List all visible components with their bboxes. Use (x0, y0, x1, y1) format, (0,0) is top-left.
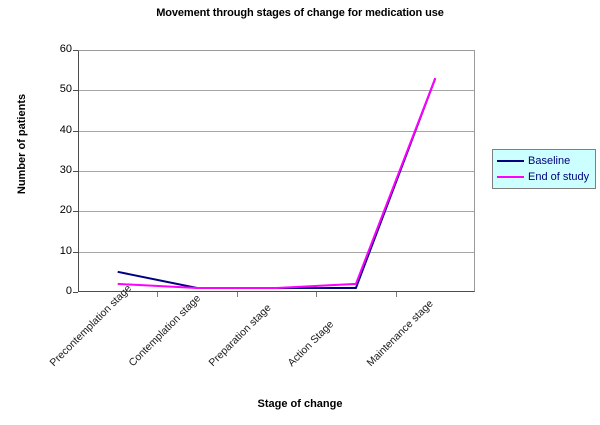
y-axis-tick-label: 40 (59, 123, 72, 136)
gridline (78, 130, 475, 132)
gridline (78, 211, 475, 213)
x-axis-tick-label: Contemplation stage (126, 292, 204, 369)
plot-area (78, 50, 475, 292)
series-line-end-of-study (117, 77, 437, 289)
x-axis-tick-mark (236, 292, 238, 297)
legend-swatch-baseline (497, 160, 524, 162)
series-line-baseline (117, 77, 437, 289)
x-axis-title: Stage of change (257, 398, 343, 410)
data-series-layer (117, 77, 437, 289)
y-axis-tick-mark (73, 251, 78, 253)
legend-swatch-end-of-study (497, 176, 524, 178)
y-axis-tick-mark (73, 171, 78, 172)
chart-title: Movement through stages of change for me… (156, 7, 444, 19)
y-axis-tick-label: 20 (59, 204, 72, 217)
y-axis-tick-mark (73, 90, 78, 92)
y-axis-tick-label: 50 (59, 83, 72, 96)
y-axis-tick-mark (73, 211, 78, 213)
x-axis-tick-mark (157, 292, 159, 297)
y-axis-tick-mark (73, 50, 78, 51)
y-axis-tick-mark (73, 292, 78, 293)
x-axis-tick-label: Maintenance stage (364, 297, 437, 369)
chart-legend: Baseline End of study (492, 149, 596, 189)
gridline (78, 90, 475, 92)
y-axis-title: Number of patients (16, 93, 28, 195)
plot-frame (78, 50, 475, 292)
legend-item-baseline: Baseline (497, 153, 570, 169)
legend-item-end-of-study: End of study (497, 169, 589, 185)
legend-label-baseline: Baseline (528, 155, 571, 167)
x-axis-tick-mark (395, 292, 397, 297)
y-axis-tick-label: 0 (65, 285, 72, 297)
x-axis-tick-mark (316, 292, 318, 297)
y-axis-tick-mark (73, 130, 78, 132)
y-axis-tick-label: 30 (59, 164, 72, 176)
gridline (78, 171, 475, 172)
gridline (78, 251, 475, 253)
x-axis-tick-label: Preparation stage (206, 301, 274, 369)
y-axis-tick-label: 60 (59, 43, 72, 55)
x-axis-tick-label: Action Stage (285, 318, 336, 369)
legend-label-end-of-study: End of study (528, 171, 590, 183)
y-axis-tick-label: 10 (59, 244, 72, 257)
